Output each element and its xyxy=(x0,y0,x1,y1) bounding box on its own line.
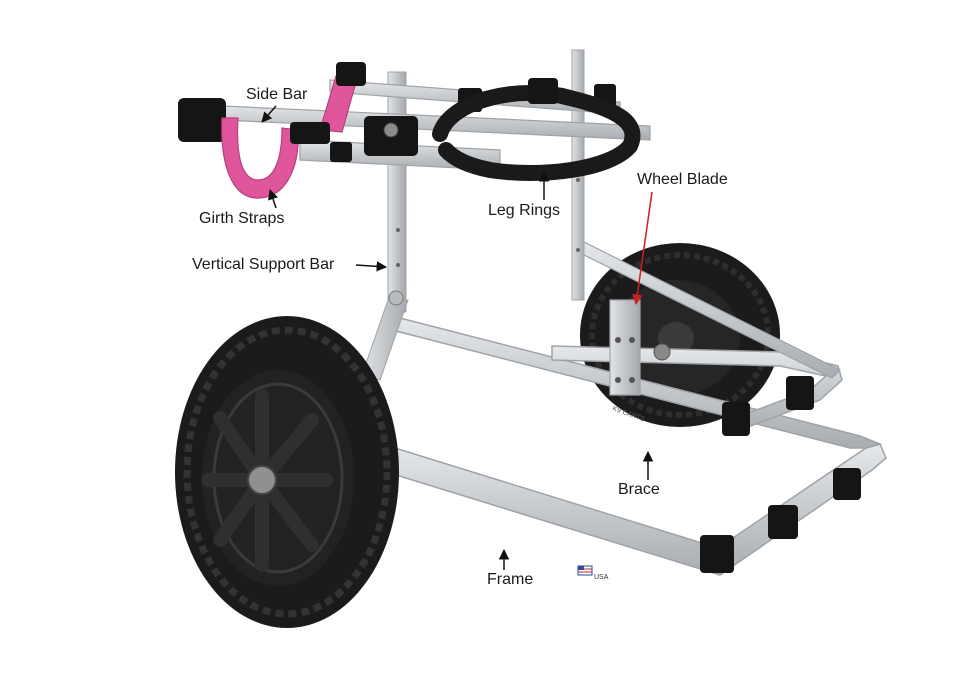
side-bar-clamp xyxy=(330,142,352,162)
brace-clamp xyxy=(786,376,814,410)
usa-marking: USA xyxy=(594,574,609,581)
girth-straps xyxy=(221,62,366,199)
wheel-blade xyxy=(609,299,671,396)
girth-straps-arrow xyxy=(268,189,278,209)
side-bar-arrow xyxy=(261,105,277,123)
callout-arrows xyxy=(261,105,654,570)
brace-clamp xyxy=(722,402,750,436)
wheel-hub xyxy=(247,465,277,495)
girth-straps-label: Girth Straps xyxy=(199,210,285,227)
brace xyxy=(551,239,843,436)
frame-clamp xyxy=(768,505,798,539)
side-bar-label: Side Bar xyxy=(246,86,308,103)
wheel-blade-label: Wheel Blade xyxy=(637,171,728,188)
brace-label: Brace xyxy=(618,481,660,498)
frame-clamp xyxy=(833,468,861,500)
wheel-blade-arrow xyxy=(632,191,653,306)
vertical-support-bar-label: Vertical Support Bar xyxy=(192,256,335,273)
side-bar-end-cap xyxy=(178,98,226,142)
frame-label: Frame xyxy=(487,571,534,588)
leg-rings-label: Leg Rings xyxy=(488,202,561,219)
frame-clamp xyxy=(700,535,734,573)
leg-rings xyxy=(364,78,641,181)
usa-flag-icon xyxy=(577,565,593,576)
front-left-wheel xyxy=(175,316,399,628)
vertical-support-bar-arrow xyxy=(355,261,388,272)
